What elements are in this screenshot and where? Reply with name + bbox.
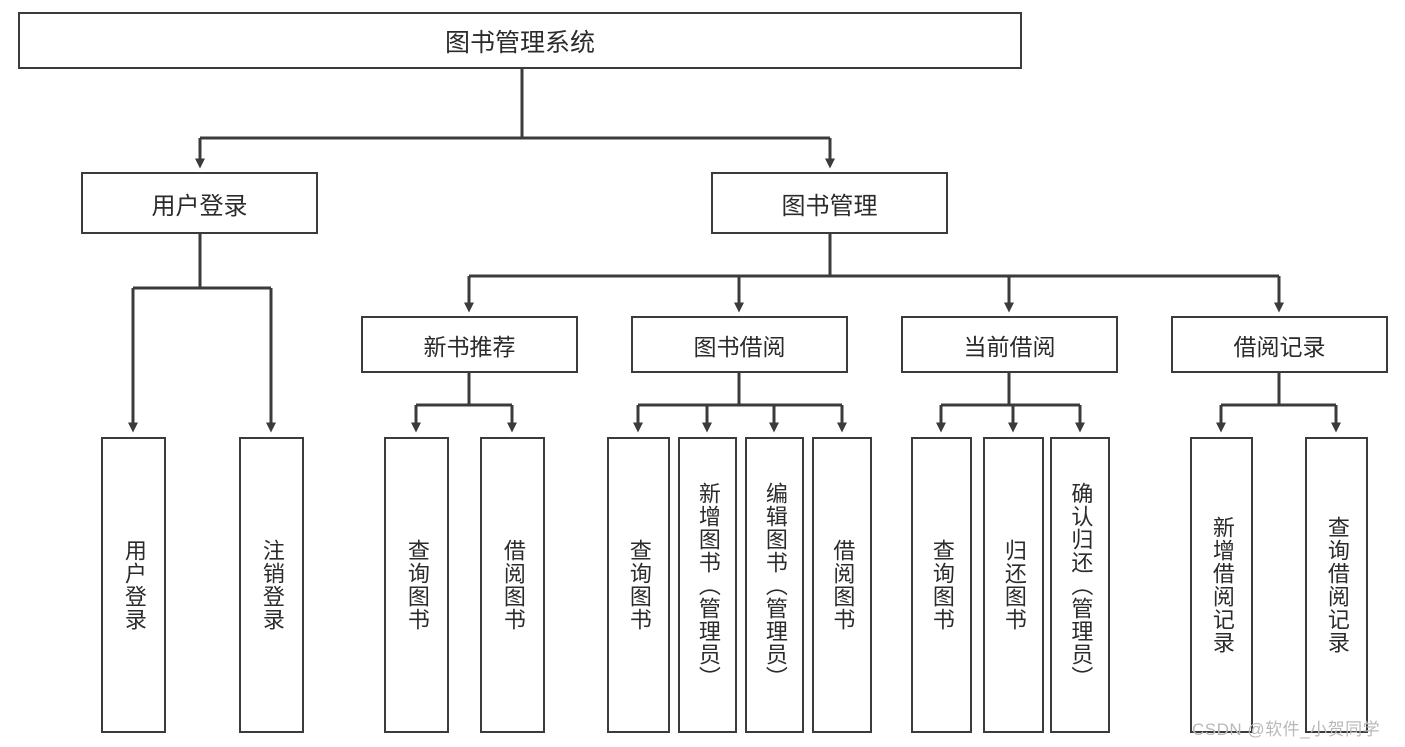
node-label: 归还图书	[1001, 539, 1027, 631]
node-book-management[interactable]: 图书管理	[711, 172, 948, 234]
leaf-user-login[interactable]: 用户登录	[101, 437, 166, 733]
leaf-query-borrow-record[interactable]: 查询借阅记录	[1305, 437, 1368, 733]
node-label: 查询图书	[404, 539, 430, 631]
node-user-login[interactable]: 用户登录	[81, 172, 318, 234]
node-label: 新增借阅记录	[1209, 516, 1235, 654]
leaf-confirm-return-admin[interactable]: 确认归还（管理员）	[1050, 437, 1110, 733]
node-label: 新增图书（管理员）	[695, 481, 721, 689]
leaf-borrow-book-recommend[interactable]: 借阅图书	[480, 437, 545, 733]
node-label: 借阅记录	[1233, 333, 1326, 360]
node-new-book-recommend[interactable]: 新书推荐	[361, 316, 578, 373]
node-label: 用户登录	[121, 539, 147, 631]
node-borrow-record[interactable]: 借阅记录	[1171, 316, 1388, 373]
node-label: 注销登录	[259, 539, 285, 631]
csdn-watermark: CSDN @软件_小贺同学	[1192, 720, 1381, 739]
node-label: 借阅图书	[830, 539, 856, 631]
node-label: 图书管理系统	[444, 28, 595, 57]
node-label: 借阅图书	[500, 539, 526, 631]
leaf-add-borrow-record[interactable]: 新增借阅记录	[1190, 437, 1253, 733]
node-root-system[interactable]: 图书管理系统	[18, 12, 1022, 69]
leaf-query-book-recommend[interactable]: 查询图书	[384, 437, 449, 733]
node-current-borrow[interactable]: 当前借阅	[901, 316, 1118, 373]
leaf-borrow-book[interactable]: 借阅图书	[812, 437, 872, 733]
leaf-add-book-admin[interactable]: 新增图书（管理员）	[678, 437, 737, 733]
node-label: 查询图书	[626, 539, 652, 631]
node-label: 图书管理	[781, 192, 878, 220]
leaf-edit-book-admin[interactable]: 编辑图书（管理员）	[745, 437, 804, 733]
node-label: 新书推荐	[423, 333, 516, 360]
leaf-return-book[interactable]: 归还图书	[983, 437, 1044, 733]
node-label: 当前借阅	[963, 333, 1056, 360]
node-label: 用户登录	[151, 192, 248, 220]
leaf-logout-login[interactable]: 注销登录	[239, 437, 304, 733]
node-label: 图书借阅	[693, 333, 786, 360]
leaf-query-book-borrow[interactable]: 查询图书	[607, 437, 670, 733]
leaf-query-book-current[interactable]: 查询图书	[911, 437, 972, 733]
node-label: 编辑图书（管理员）	[762, 481, 788, 689]
node-label: 查询借阅记录	[1324, 516, 1350, 654]
node-label: 确认归还（管理员）	[1068, 481, 1094, 689]
node-label: 查询图书	[929, 539, 955, 631]
node-book-borrow[interactable]: 图书借阅	[631, 316, 848, 373]
